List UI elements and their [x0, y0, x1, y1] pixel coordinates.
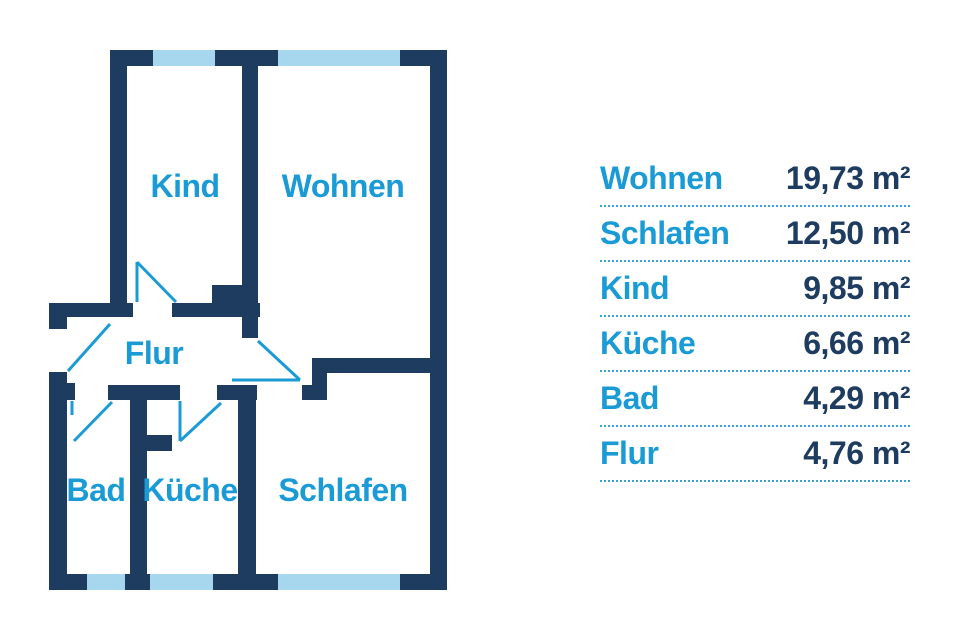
area-row-wohnen: Wohnen 19,73 m²	[600, 152, 911, 207]
wohnen-window-icon	[278, 50, 400, 66]
windows	[87, 50, 400, 590]
area-row-kueche: Küche 6,66 m²	[600, 317, 910, 372]
area-row-value: 6,66 m²	[803, 325, 910, 361]
floor-plan: Kind Wohnen Flur Bad Küche Schlafen	[49, 50, 447, 590]
bad-door-icon	[70, 400, 114, 443]
kind-window-icon	[153, 50, 215, 66]
area-row-schlafen: Schlafen 12,50 m²	[600, 207, 911, 262]
room-label-kind: Kind	[150, 168, 219, 204]
area-row-value: 19,73 m²	[785, 160, 911, 196]
area-row-label: Bad	[600, 380, 659, 416]
schlafen-window-icon	[278, 574, 400, 590]
area-row-flur: Flur 4,76 m²	[600, 427, 910, 482]
area-row-value: 4,29 m²	[803, 380, 910, 416]
area-row-label: Schlafen	[600, 215, 730, 251]
area-row-bad: Bad 4,29 m²	[600, 372, 910, 427]
room-label-schlafen: Schlafen	[278, 472, 407, 508]
bad-window-icon	[87, 574, 125, 590]
room-label-kueche: Küche	[142, 472, 237, 508]
area-row-kind: Kind 9,85 m²	[600, 262, 910, 317]
entrance-door-icon	[66, 323, 112, 372]
room-label-wohnen: Wohnen	[282, 168, 405, 204]
schlafen-door-icon	[232, 339, 302, 382]
kind-door-icon	[135, 260, 178, 304]
kueche-window-icon	[150, 574, 213, 590]
room-label-flur: Flur	[125, 335, 183, 371]
area-row-value: 4,76 m²	[803, 435, 910, 471]
room-labels: Kind Wohnen Flur Bad Küche Schlafen	[67, 168, 409, 508]
room-label-bad: Bad	[67, 472, 126, 508]
walls	[49, 50, 447, 590]
area-row-label: Flur	[600, 435, 659, 471]
area-table: Wohnen 19,73 m² Schlafen 12,50 m² Kind 9…	[600, 152, 911, 482]
area-row-label: Küche	[600, 325, 696, 361]
door-swings	[66, 260, 302, 443]
kueche-door-icon	[178, 401, 223, 443]
area-row-label: Wohnen	[600, 160, 723, 196]
area-row-value: 12,50 m²	[785, 215, 911, 251]
area-row-label: Kind	[600, 270, 670, 306]
area-row-value: 9,85 m²	[803, 270, 910, 306]
